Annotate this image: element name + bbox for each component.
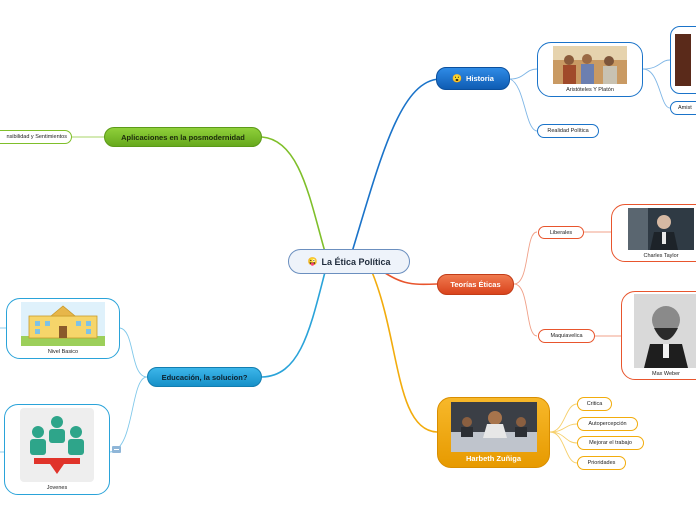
- link-icon[interactable]: [112, 446, 121, 453]
- link-central-harbeth: [372, 272, 437, 432]
- branch-harbeth-zuniga[interactable]: Harbeth Zuñiga: [437, 397, 550, 468]
- node-autopercepcion[interactable]: Autopercepción: [577, 417, 638, 431]
- link-historia-aristoteles: [510, 69, 537, 79]
- node-maquiavelica[interactable]: Maquiavelica: [538, 329, 595, 343]
- grinning-face-tongue-icon: 😜: [308, 258, 318, 266]
- node-maquiavelica-label: Maquiavelica: [550, 333, 582, 339]
- link-harbeth-mejorar: [550, 432, 577, 443]
- card-jovenes-caption: Jovenes: [47, 485, 68, 491]
- portrait-image-partial: [675, 34, 691, 86]
- card-max-weber[interactable]: Max Weber: [621, 291, 696, 380]
- link-central-educacion: [262, 272, 325, 377]
- node-liberales-label: Liberales: [550, 230, 572, 236]
- card-nivel-basico[interactable]: Nivel Basico: [6, 298, 120, 359]
- node-autopercepcion-label: Autopercepción: [588, 421, 626, 427]
- link-harbeth-critica: [550, 404, 577, 432]
- surprised-face-icon: 😮: [452, 75, 462, 83]
- link-aristoteles-right1: [643, 60, 670, 69]
- link-educacion-basico: [120, 328, 147, 377]
- node-liberales[interactable]: Liberales: [538, 226, 584, 239]
- harbeth-photo: [451, 402, 537, 452]
- card-jovenes[interactable]: Jovenes: [4, 404, 110, 495]
- max-weber-photo: [634, 294, 696, 368]
- branch-aplicaciones[interactable]: Aplicaciones en la posmodernidad: [104, 127, 262, 147]
- node-critica[interactable]: Critica: [577, 397, 612, 411]
- node-sensibilidad-label: nsibilidad y Sentimientos: [6, 134, 67, 140]
- charles-taylor-photo: [628, 208, 694, 250]
- school-building-illustration: [21, 302, 105, 346]
- branch-educacion[interactable]: Educación, la solucion?: [147, 367, 262, 387]
- node-sensibilidad-partial[interactable]: nsibilidad y Sentimientos: [0, 130, 72, 144]
- node-amistad-partial[interactable]: Amist: [670, 101, 696, 115]
- card-weber-caption: Max Weber: [652, 371, 680, 377]
- link-teorias-maquiavelica: [514, 284, 537, 336]
- card-basico-caption: Nivel Basico: [48, 349, 78, 355]
- node-mejorar-trabajo[interactable]: Mejorar el trabajo: [577, 436, 644, 450]
- central-topic[interactable]: 😜 La Ética Política: [288, 249, 410, 274]
- card-charles-taylor[interactable]: Charles Taylor: [611, 204, 696, 262]
- branch-historia-label: Historia: [466, 74, 494, 83]
- node-critica-label: Critica: [587, 401, 603, 407]
- node-mejorar-label: Mejorar el trabajo: [589, 440, 632, 446]
- card-aristoteles-platon[interactable]: Aristóteles Y Platón: [537, 42, 643, 97]
- link-aristoteles-right2: [643, 69, 670, 108]
- branch-harbeth-label: Harbeth Zuñiga: [466, 454, 521, 463]
- painting-image: [553, 46, 627, 84]
- node-prioridades[interactable]: Prioridades: [577, 456, 626, 470]
- node-realidad-politica[interactable]: Realidad Política: [537, 124, 599, 138]
- branch-historia[interactable]: 😮 Historia: [436, 67, 510, 90]
- link-historia-realidad: [510, 79, 537, 131]
- link-icon-glyph: [113, 447, 120, 452]
- branch-teorias-eticas[interactable]: Teorías Éticas: [437, 274, 514, 295]
- branch-aplicaciones-label: Aplicaciones en la posmodernidad: [121, 133, 245, 142]
- link-central-aplicaciones: [262, 137, 325, 252]
- node-prioridades-label: Prioridades: [588, 460, 616, 466]
- link-central-historia: [352, 79, 440, 252]
- node-realidad-label: Realidad Política: [547, 128, 588, 134]
- young-people-icon: [20, 408, 94, 482]
- card-charles-caption: Charles Taylor: [643, 253, 678, 259]
- node-amistad-label: Amist: [678, 105, 692, 111]
- link-teorias-liberales: [514, 232, 537, 284]
- card-partial-portrait[interactable]: [670, 26, 696, 94]
- central-topic-label: La Ética Política: [321, 257, 390, 267]
- branch-educacion-label: Educación, la solucion?: [162, 373, 248, 382]
- card-aristoteles-caption: Aristóteles Y Platón: [566, 87, 614, 93]
- branch-teorias-label: Teorías Éticas: [450, 280, 500, 289]
- link-educacion-jovenes: [110, 377, 147, 452]
